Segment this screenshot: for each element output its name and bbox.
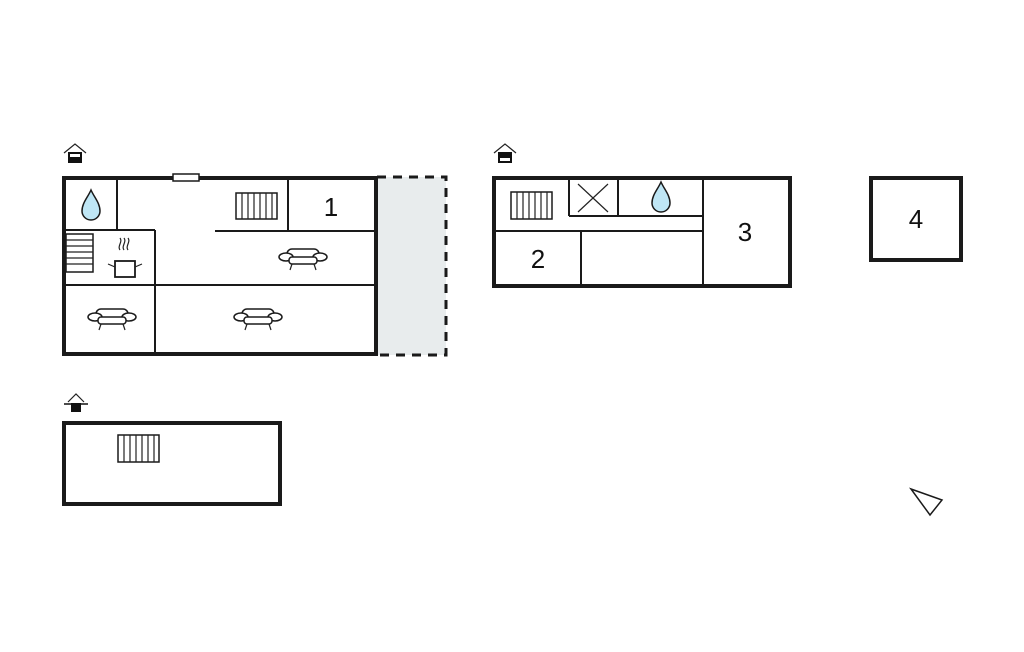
radiator-icon bbox=[235, 192, 278, 220]
radiator-icon bbox=[510, 191, 553, 220]
room-number-3: 3 bbox=[738, 217, 752, 247]
ground-floor-plan: 1 bbox=[62, 173, 448, 357]
ground-floor-icon bbox=[63, 143, 87, 163]
stove-icon bbox=[107, 237, 143, 278]
stairs-icon bbox=[65, 233, 94, 273]
water-drop-icon bbox=[651, 180, 671, 213]
room-number-2: 2 bbox=[531, 244, 545, 274]
room-number-1: 1 bbox=[324, 192, 338, 222]
terrace bbox=[377, 177, 446, 355]
window-icon bbox=[172, 173, 200, 182]
compass-arrow-icon bbox=[908, 487, 944, 517]
annex-plan: 4 bbox=[869, 176, 963, 262]
room-number-4: 4 bbox=[909, 204, 923, 234]
sofa-icon bbox=[233, 308, 283, 331]
first-floor-icon bbox=[493, 143, 517, 163]
void-cross-icon bbox=[577, 183, 609, 213]
basement-plan bbox=[62, 421, 282, 506]
sofa-icon bbox=[278, 248, 328, 271]
water-drop-icon bbox=[81, 188, 101, 221]
basement-icon bbox=[64, 393, 88, 412]
sofa-icon bbox=[87, 308, 137, 331]
radiator-icon bbox=[117, 434, 160, 463]
first-floor-plan: 2 3 bbox=[492, 176, 792, 288]
